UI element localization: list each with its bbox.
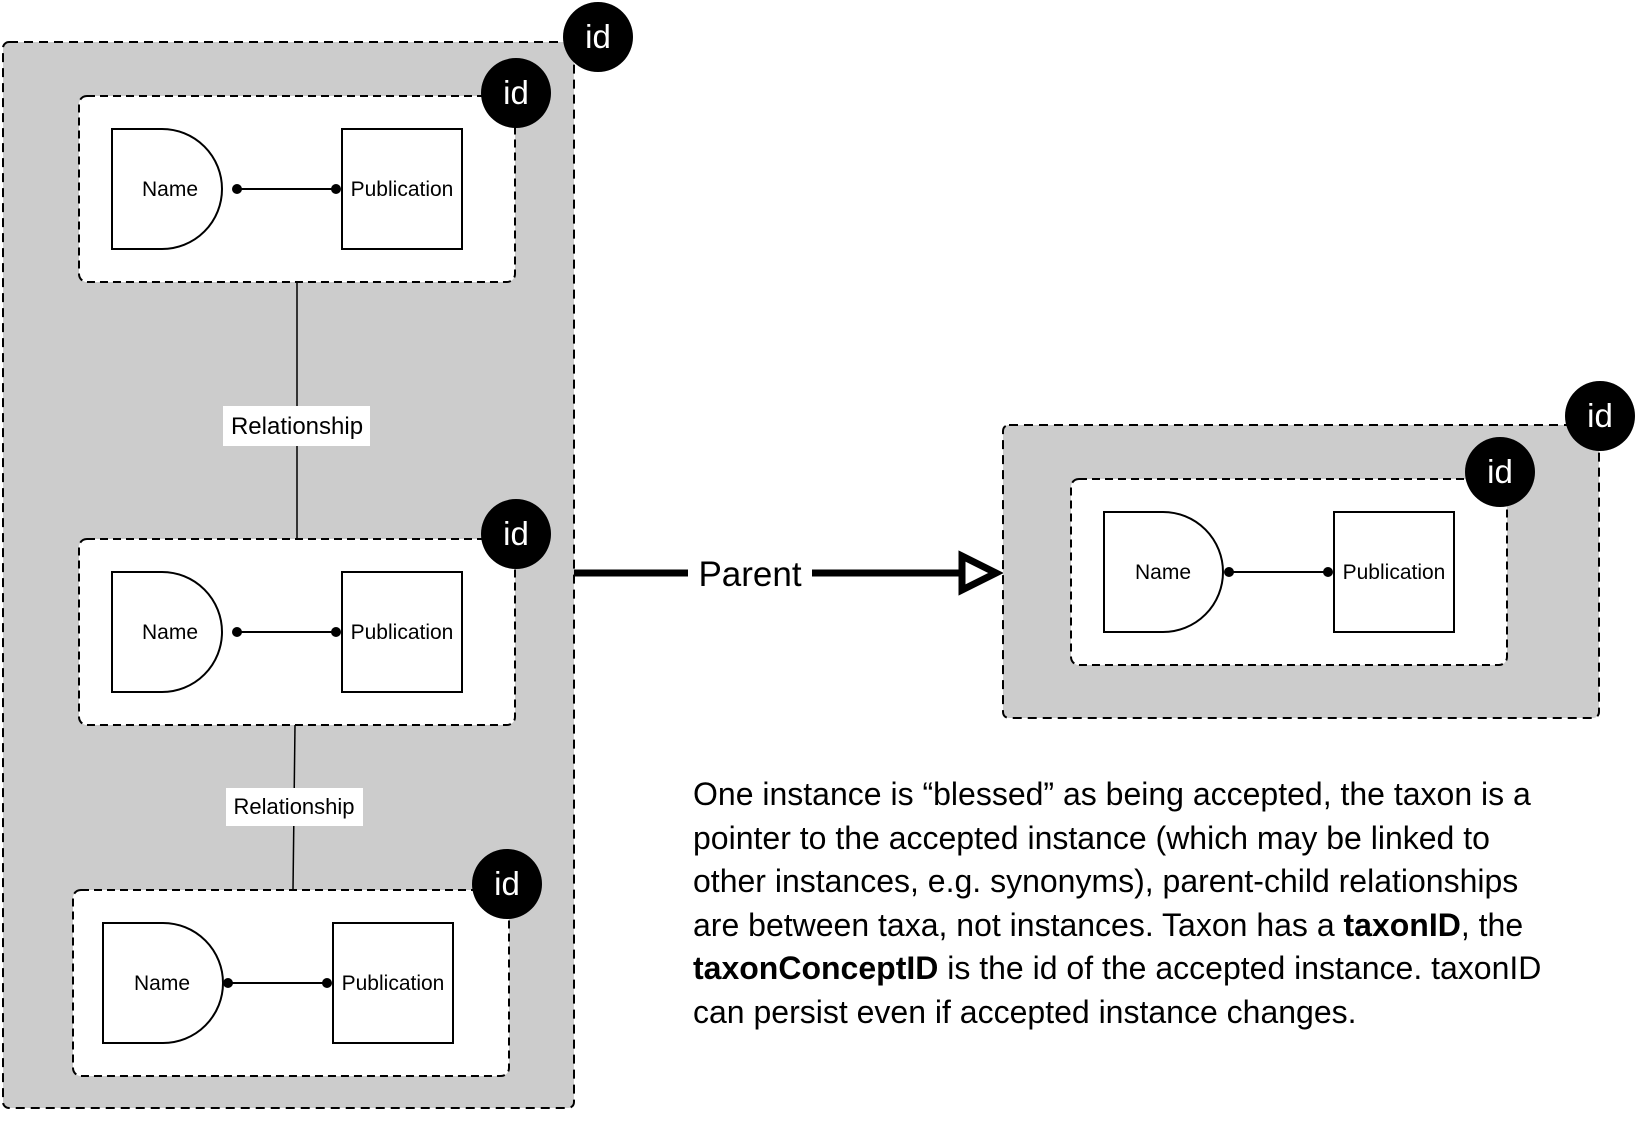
publication-label: Publication (342, 972, 445, 995)
instance-id-badge (1465, 437, 1535, 507)
explanation-note: One instance is “blessed” as being accep… (693, 773, 1553, 1035)
publication-label: Publication (351, 178, 454, 201)
name-shape (111, 128, 223, 250)
name-label: Name (142, 621, 198, 644)
link-endpoint (223, 978, 233, 988)
instance-id-label: id (503, 515, 529, 552)
relationship-label: Relationship (233, 794, 354, 819)
link-endpoint (331, 184, 341, 194)
instance: Name Publication id (78, 499, 551, 726)
instance-id-badge (481, 499, 551, 569)
instance: Name Publication id (1070, 437, 1535, 666)
parent-taxon: id Name Publication id (1002, 381, 1635, 719)
taxon-group-id-label: id (585, 18, 611, 55)
name-label: Name (142, 178, 198, 201)
link-endpoint (1323, 567, 1333, 577)
note-term-taxonconceptid: taxonConceptID (693, 950, 939, 987)
note-text: is the id of the accepted instance. taxo… (693, 950, 1542, 1030)
parent-arrowhead (958, 550, 1004, 596)
parent-edge: Parent (574, 550, 1004, 596)
name-shape (111, 571, 223, 693)
instance-id-label: id (503, 74, 529, 111)
parent-edge-label: Parent (698, 555, 801, 594)
note-term-taxonid: taxonID (1343, 906, 1461, 943)
taxon-group: id Relationship Relationship Name Public… (2, 2, 633, 1109)
link-endpoint (1224, 567, 1234, 577)
instance-id-label: id (494, 865, 520, 902)
publication-label: Publication (1343, 561, 1446, 584)
publication-box (341, 128, 463, 250)
instance: Name Publication id (78, 58, 551, 283)
publication-box (332, 922, 454, 1044)
link-endpoint (232, 627, 242, 637)
relationship-label-box (226, 788, 363, 826)
relationship-label: Relationship (231, 413, 363, 440)
name-shape (1103, 511, 1224, 633)
relationship-label-box (223, 406, 370, 446)
publication-box (1333, 511, 1455, 633)
link-endpoint (232, 184, 242, 194)
instance-id-badge (472, 849, 542, 919)
name-label: Name (134, 972, 190, 995)
instance-id-badge (481, 58, 551, 128)
publication-box (341, 571, 463, 693)
instance: Name Publication id (72, 849, 542, 1077)
name-shape (102, 922, 224, 1044)
link-endpoint (322, 978, 332, 988)
parent-taxon-id-label: id (1587, 397, 1613, 434)
parent-taxon-id-badge (1565, 381, 1635, 451)
taxon-group-id-badge (563, 2, 633, 72)
publication-label: Publication (351, 621, 454, 644)
instance-id-label: id (1487, 453, 1513, 490)
name-label: Name (1135, 561, 1191, 584)
note-text: , the (1460, 906, 1524, 943)
note-text: One instance is “blessed” as being accep… (693, 776, 1531, 943)
link-endpoint (331, 627, 341, 637)
